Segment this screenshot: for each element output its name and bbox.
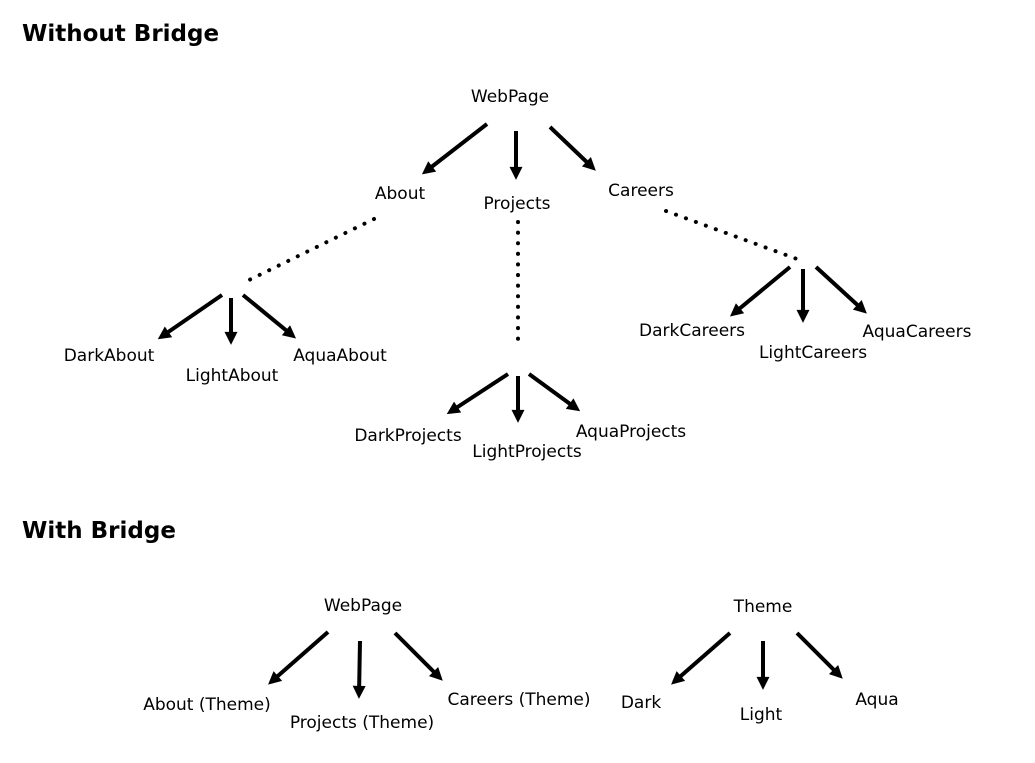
with-bridge-theme-arrows	[671, 631, 843, 690]
dotted-line-careers-subclasses	[664, 209, 799, 261]
arrow-projects-to-aquaprojects	[527, 372, 581, 412]
section-title-with-bridge: With Bridge	[22, 518, 176, 544]
node-webpage: WebPage	[470, 87, 550, 107]
arrow-theme-to-dark	[671, 631, 732, 685]
node-about-theme: About (Theme)	[143, 695, 271, 715]
arrow-webpage2-to-about-theme	[268, 630, 330, 685]
arrow-about-to-darkabout	[157, 293, 224, 340]
node-lightcareers: LightCareers	[758, 343, 868, 363]
arrow-webpage2-to-careers-theme	[393, 631, 443, 681]
careers-subtree-arrows	[729, 265, 867, 323]
dotted-line-about-subclasses	[243, 217, 376, 284]
node-lightprojects: LightProjects	[472, 442, 582, 462]
node-careers-theme: Careers (Theme)	[447, 690, 591, 710]
node-careers: Careers	[608, 181, 674, 201]
node-light: Light	[739, 705, 783, 725]
section-title-without-bridge: Without Bridge	[22, 21, 220, 47]
node-aquaabout: AquaAbout	[293, 346, 387, 366]
arrow-careers-to-aquacareers	[814, 265, 867, 314]
node-aquacareers: AquaCareers	[862, 322, 972, 342]
node-lightabout: LightAbout	[185, 366, 279, 386]
node-about: About	[374, 184, 426, 204]
about-subtree-arrows	[157, 293, 297, 345]
with-bridge-webpage-arrows	[268, 630, 443, 699]
node-projects: Projects	[483, 194, 551, 214]
without-bridge-dotted-lines	[243, 209, 799, 346]
node-darkcareers: DarkCareers	[638, 321, 746, 341]
arrow-webpage2-to-projects-theme	[352, 640, 366, 699]
node-theme: Theme	[733, 597, 793, 617]
arrow-webpage-to-about	[421, 122, 489, 175]
node-aquaprojects: AquaProjects	[575, 422, 687, 442]
node-webpage-bridged: WebPage	[323, 596, 403, 616]
arrow-about-to-aquaabout	[241, 293, 297, 339]
without-bridge-root-arrows	[421, 122, 596, 180]
arrow-projects-to-darkprojects	[446, 372, 510, 415]
node-aqua: Aqua	[855, 690, 899, 710]
node-darkabout: DarkAbout	[63, 346, 155, 366]
node-dark: Dark	[620, 693, 662, 713]
projects-subtree-arrows	[446, 372, 581, 423]
node-darkprojects: DarkProjects	[354, 426, 462, 446]
arrow-careers-to-darkcareers	[729, 265, 792, 317]
node-projects-theme: Projects (Theme)	[289, 713, 435, 733]
arrow-theme-to-aqua	[795, 631, 843, 679]
arrow-webpage-to-careers	[548, 125, 596, 171]
